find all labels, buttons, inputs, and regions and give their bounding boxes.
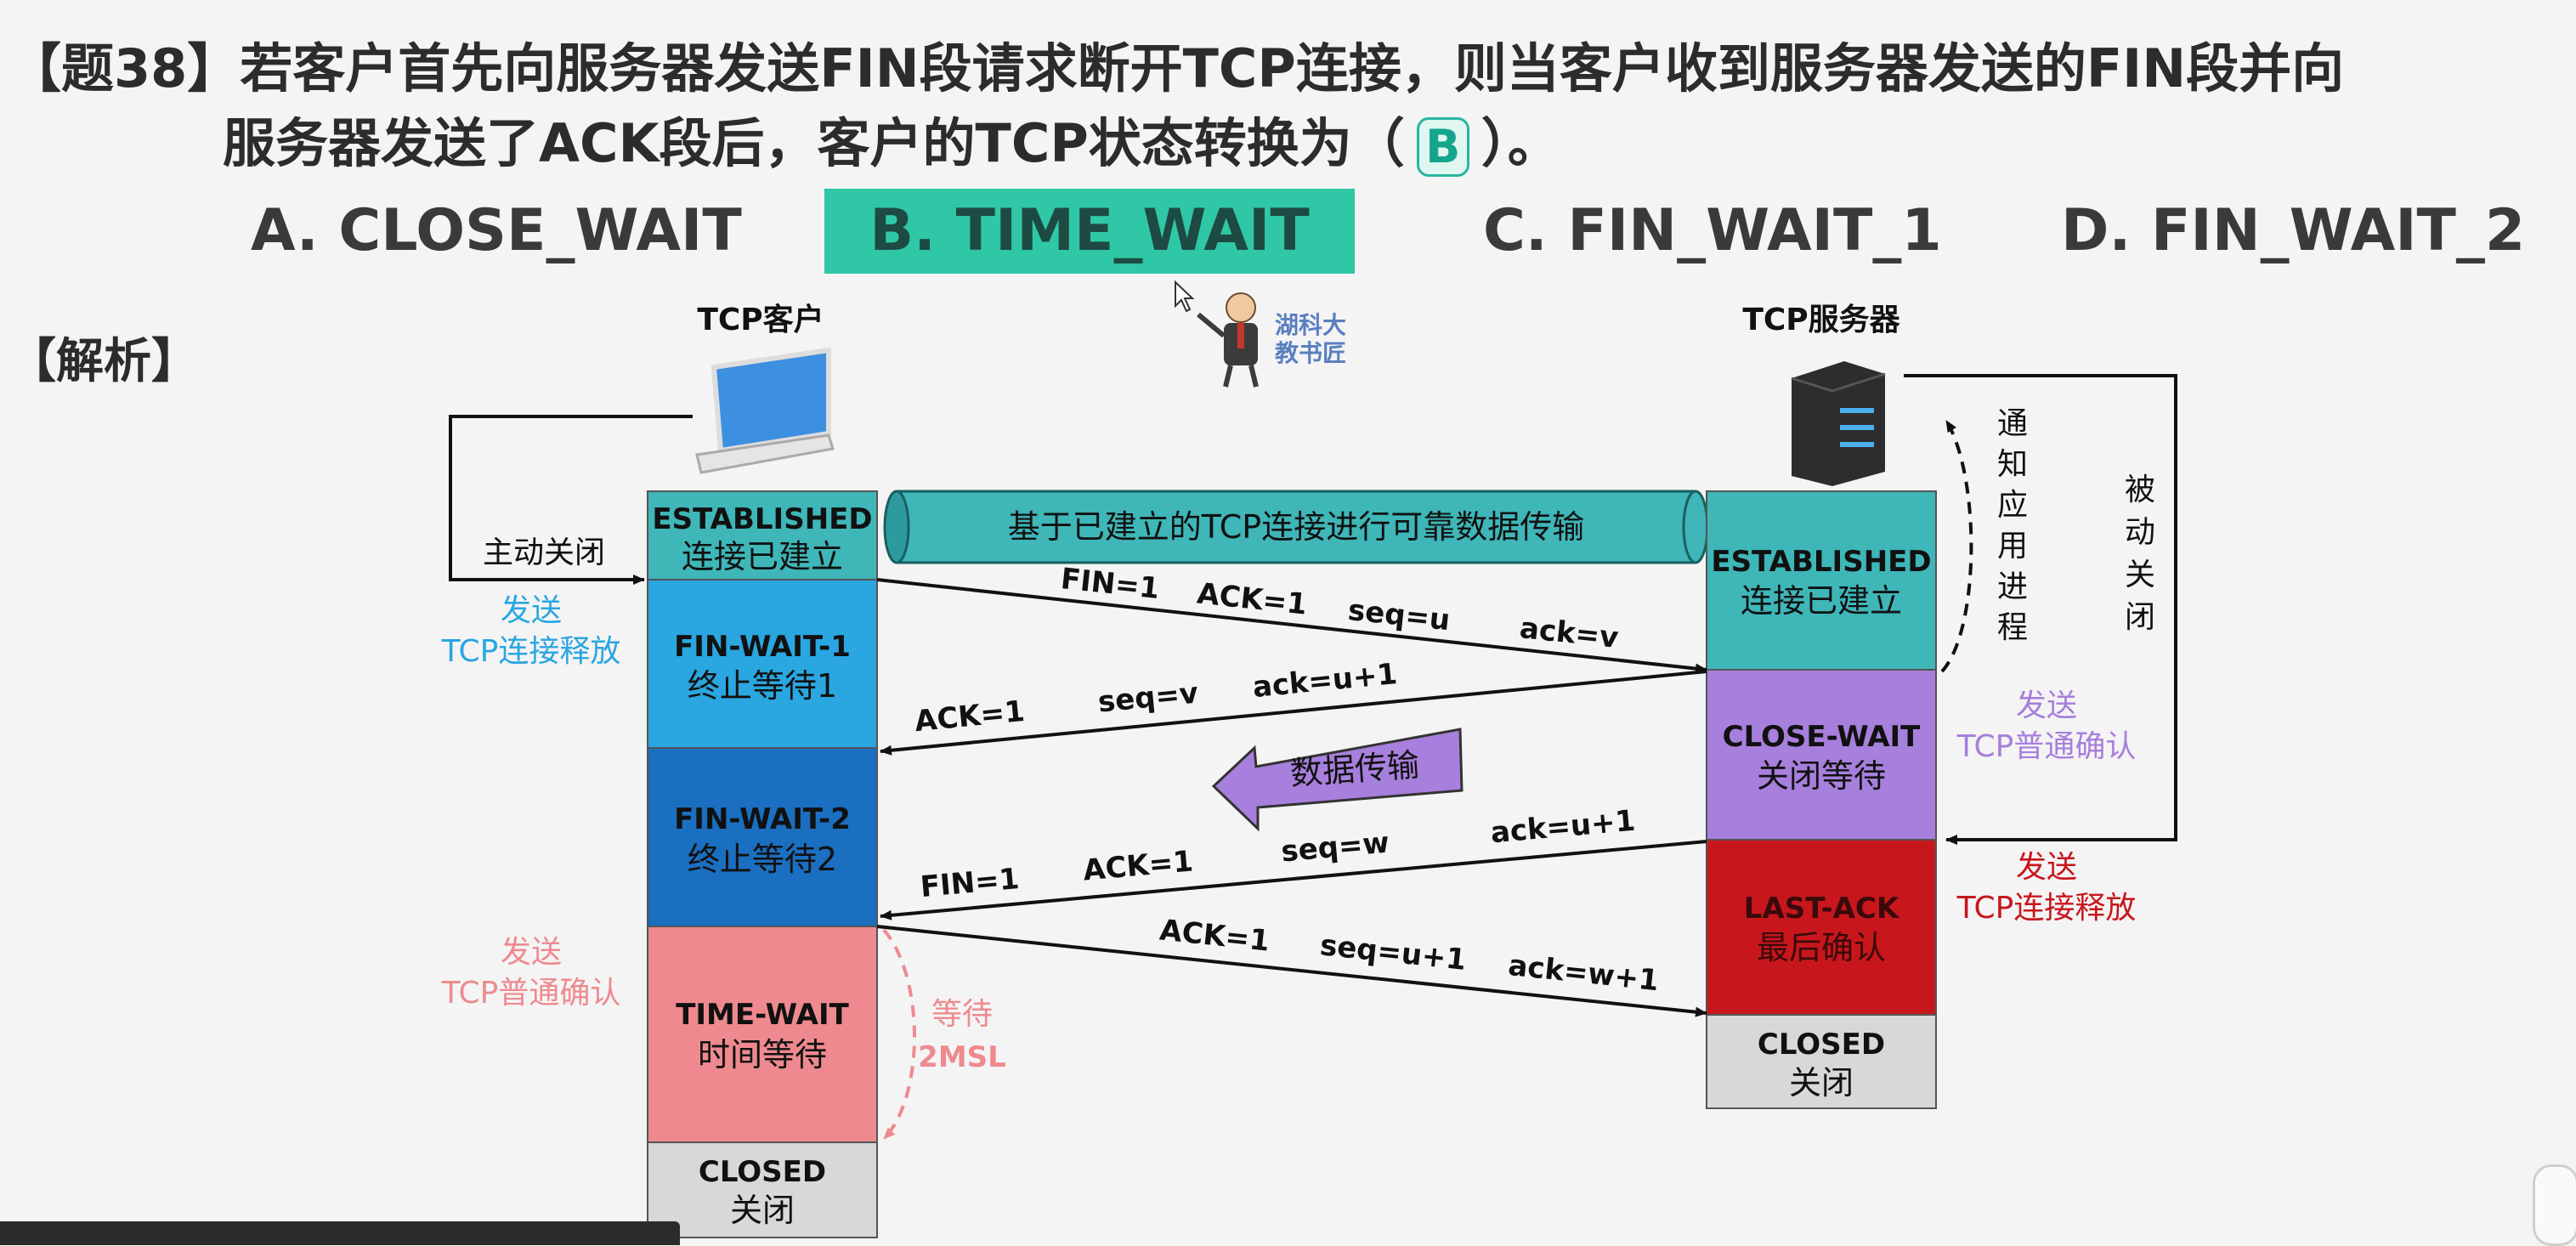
segment-2-label: seq=v: [1096, 676, 1200, 719]
right-note-1-line2: TCP普通确认: [1956, 729, 2137, 764]
notify-char: 通: [1997, 406, 2028, 441]
left-note-1-line2: TCP连接释放: [441, 634, 621, 669]
client-state-en: CLOSED: [699, 1155, 826, 1189]
segment-arrow-2: [880, 670, 1707, 756]
segment-3-label: ACK=1: [1082, 844, 1195, 887]
segment-2-label: ack=u+1: [1251, 657, 1399, 705]
server-state-en: CLOSED: [1758, 1028, 1885, 1062]
question-text-1: 【题38】若客户首先向服务器发送FIN段请求断开TCP连接，则当客户收到服务器发…: [8, 37, 2345, 99]
server-state-zh: 关闭等待: [1757, 757, 1886, 795]
option-c[interactable]: C. FIN_WAIT_1: [1483, 197, 1942, 264]
wait-label-2: 2MSL: [918, 1040, 1006, 1074]
passive-close-char: 关: [2125, 558, 2155, 592]
server-state-established: [1706, 490, 1937, 671]
question-line-1: 【题38】若客户首先向服务器发送FIN段请求断开TCP连接，则当客户收到服务器发…: [8, 25, 2344, 102]
client-state-en: FIN-WAIT-1: [674, 630, 851, 664]
segment-4-label: ACK=1: [1158, 913, 1271, 958]
server-state-zh: 连接已建立: [1741, 582, 1902, 620]
active-close-label: 主动关闭: [483, 535, 605, 570]
passive-close-arrow: [1904, 374, 2177, 845]
server-state-en: LAST-ACK: [1744, 892, 1900, 926]
mouse-cursor-icon: [1175, 280, 1195, 313]
client-state-zh: 终止等待1: [688, 667, 837, 705]
segment-4-label: seq=u+1: [1318, 928, 1468, 977]
client-state-column: ESTABLISHED 连接已建立 FIN-WAIT-1 终止等待1 FIN-W…: [647, 490, 878, 1238]
client-state-en: FIN-WAIT-2: [674, 802, 851, 836]
watermark-text-1: 湖科大: [1275, 311, 1346, 339]
notify-app-arrow: [1940, 419, 1973, 673]
segment-3-label: ack=u+1: [1489, 804, 1636, 851]
left-note-1-line1: 发送: [501, 593, 562, 628]
notify-char: 应: [1997, 488, 2028, 523]
notify-char: 程: [1997, 610, 2028, 645]
option-d[interactable]: D. FIN_WAIT_2: [2061, 197, 2526, 264]
segment-2-label: ACK=1: [913, 694, 1026, 739]
question-text-2: 服务器发送了ACK段后，客户的TCP状态转换为（: [223, 112, 1405, 174]
analysis-label: 【解析】: [8, 334, 199, 389]
question-line-2: 服务器发送了ACK段后，客户的TCP状态转换为（B）。: [223, 100, 1560, 177]
player-caption-bar: [0, 1221, 680, 1245]
data-transfer-arrow: 数据传输: [1211, 728, 1464, 832]
left-note-2-line2: TCP普通确认: [441, 976, 621, 1011]
server-icon: [1791, 361, 1886, 486]
answer-badge: B: [1416, 116, 1469, 177]
option-b-selected[interactable]: B. TIME_WAIT: [824, 189, 1355, 274]
client-state-en: ESTABLISHED: [652, 502, 872, 536]
server-state-en: ESTABLISHED: [1711, 545, 1931, 579]
right-note-2-line2: TCP连接释放: [1956, 891, 2137, 926]
question-text-3: ）。: [1480, 112, 1560, 174]
server-state-en: CLOSE-WAIT: [1723, 720, 1922, 754]
client-state-time-wait: [647, 926, 878, 1143]
scroll-handle[interactable]: [2533, 1164, 2576, 1246]
client-state-zh: 连接已建立: [682, 538, 843, 575]
active-close-arrow: [449, 415, 693, 585]
server-state-last-ack: [1706, 839, 1937, 1016]
server-state-close-wait: [1706, 669, 1937, 841]
segment-3-label: FIN=1: [919, 862, 1021, 904]
segment-4-label: ack=w+1: [1507, 949, 1661, 998]
notify-char: 知: [1997, 447, 2028, 482]
right-note-2-line1: 发送: [2016, 850, 2077, 885]
server-state-closed: [1706, 1014, 1937, 1109]
option-a[interactable]: A. CLOSE_WAIT: [251, 197, 742, 264]
notify-app-label: 通 知 应 用 进 程: [1997, 406, 2028, 645]
client-state-zh: 终止等待2: [688, 841, 837, 878]
client-state-established: [647, 490, 878, 581]
server-label: TCP服务器: [1742, 303, 1900, 337]
client-state-zh: 时间等待: [698, 1036, 827, 1073]
segment-arrow-1: [876, 578, 1707, 674]
data-pipe: 基于已建立的TCP连接进行可靠数据传输: [883, 490, 1709, 564]
passive-close-label: 被 动 关 闭: [2125, 473, 2155, 635]
wait-label-1: 等待: [931, 997, 993, 1032]
segment-3-label: seq=w: [1280, 826, 1391, 869]
right-note-1-line1: 发送: [2016, 688, 2077, 723]
client-label: TCP客户: [697, 303, 824, 337]
laptop-icon: [695, 347, 835, 474]
client-state-fin-wait-2: [647, 747, 878, 927]
passive-close-char: 动: [2125, 515, 2155, 550]
notify-char: 用: [1997, 529, 2028, 564]
data-transfer-label: 数据传输: [1289, 746, 1421, 792]
segment-arrow-3: [880, 840, 1707, 920]
watermark-text-2: 教书匠: [1275, 339, 1346, 367]
passive-close-char: 被: [2125, 473, 2155, 507]
data-pipe-label: 基于已建立的TCP连接进行可靠数据传输: [1008, 508, 1584, 546]
notify-char: 进: [1997, 569, 2028, 604]
server-state-zh: 关闭: [1789, 1064, 1854, 1102]
client-state-fin-wait-1: [647, 579, 878, 749]
left-note-2-line1: 发送: [501, 935, 562, 970]
client-state-en: TIME-WAIT: [676, 998, 849, 1032]
segment-arrow-4: [876, 925, 1707, 1017]
server-state-zh: 最后确认: [1757, 929, 1886, 966]
watermark-teacher-icon: [1197, 292, 1259, 388]
wait-2msl-arc: [882, 928, 916, 1141]
client-state-closed: [647, 1141, 878, 1238]
passive-close-char: 闭: [2125, 600, 2155, 635]
server-state-column: ESTABLISHED 连接已建立 CLOSE-WAIT 关闭等待 LAST-A…: [1706, 490, 1937, 1109]
client-state-zh: 关闭: [730, 1192, 795, 1229]
segment-1-label: ack=v: [1518, 611, 1620, 655]
